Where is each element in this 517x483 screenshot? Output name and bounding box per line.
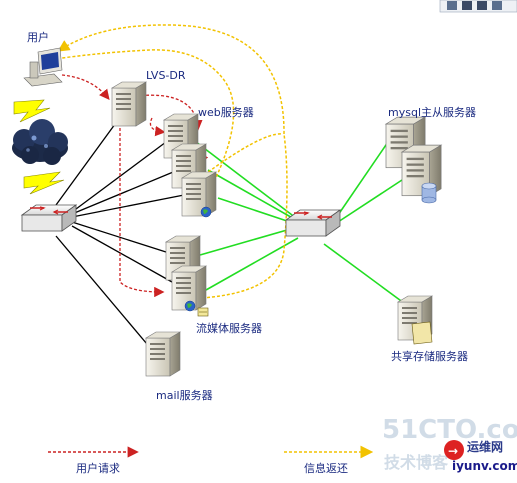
media-storage-icon xyxy=(197,307,209,317)
web-globe-icon xyxy=(200,206,212,218)
legend: 用户请求 信息返还 xyxy=(48,445,374,475)
user-label: 用户 xyxy=(27,30,49,44)
core-switch-icon xyxy=(285,209,341,237)
lan-links xyxy=(195,141,409,307)
web-label: web服务器 xyxy=(198,106,254,119)
svg-text:→: → xyxy=(448,444,458,458)
lvs-label: LVS-DR xyxy=(146,69,186,82)
watermark-site-cn: 运维网 xyxy=(467,439,503,454)
web-server-3-icon xyxy=(181,171,217,217)
storage-disk-icon xyxy=(411,321,433,345)
legend-request-label: 用户请求 xyxy=(76,461,120,475)
watermark-brand: 51CTO.com xyxy=(382,415,517,445)
media-globe-icon xyxy=(184,300,196,312)
router-switch-icon xyxy=(21,204,77,232)
mail-server-icon xyxy=(145,331,181,377)
user-computer-icon xyxy=(23,47,63,87)
toolbar-fragment xyxy=(439,0,517,13)
mysql-label: mysql主从服务器 xyxy=(388,106,476,119)
watermark-site: iyunv.com xyxy=(452,459,517,473)
watermark-sub: 技术博客 xyxy=(384,453,449,472)
legend-response-label: 信息返还 xyxy=(304,461,348,475)
internet-cloud-icon xyxy=(12,119,68,165)
media-label: 流媒体服务器 xyxy=(196,321,262,335)
mail-label: mail服务器 xyxy=(156,389,213,402)
watermark-logo: → xyxy=(444,440,464,460)
router-links xyxy=(55,119,185,351)
response-paths xyxy=(57,24,288,299)
storage-label: 共享存储服务器 xyxy=(391,349,468,363)
database-cylinder-icon xyxy=(421,182,437,204)
lvs-dr-server-icon xyxy=(111,81,147,127)
lightning-top-icon xyxy=(13,99,51,123)
lightning-bottom-icon xyxy=(23,171,65,195)
